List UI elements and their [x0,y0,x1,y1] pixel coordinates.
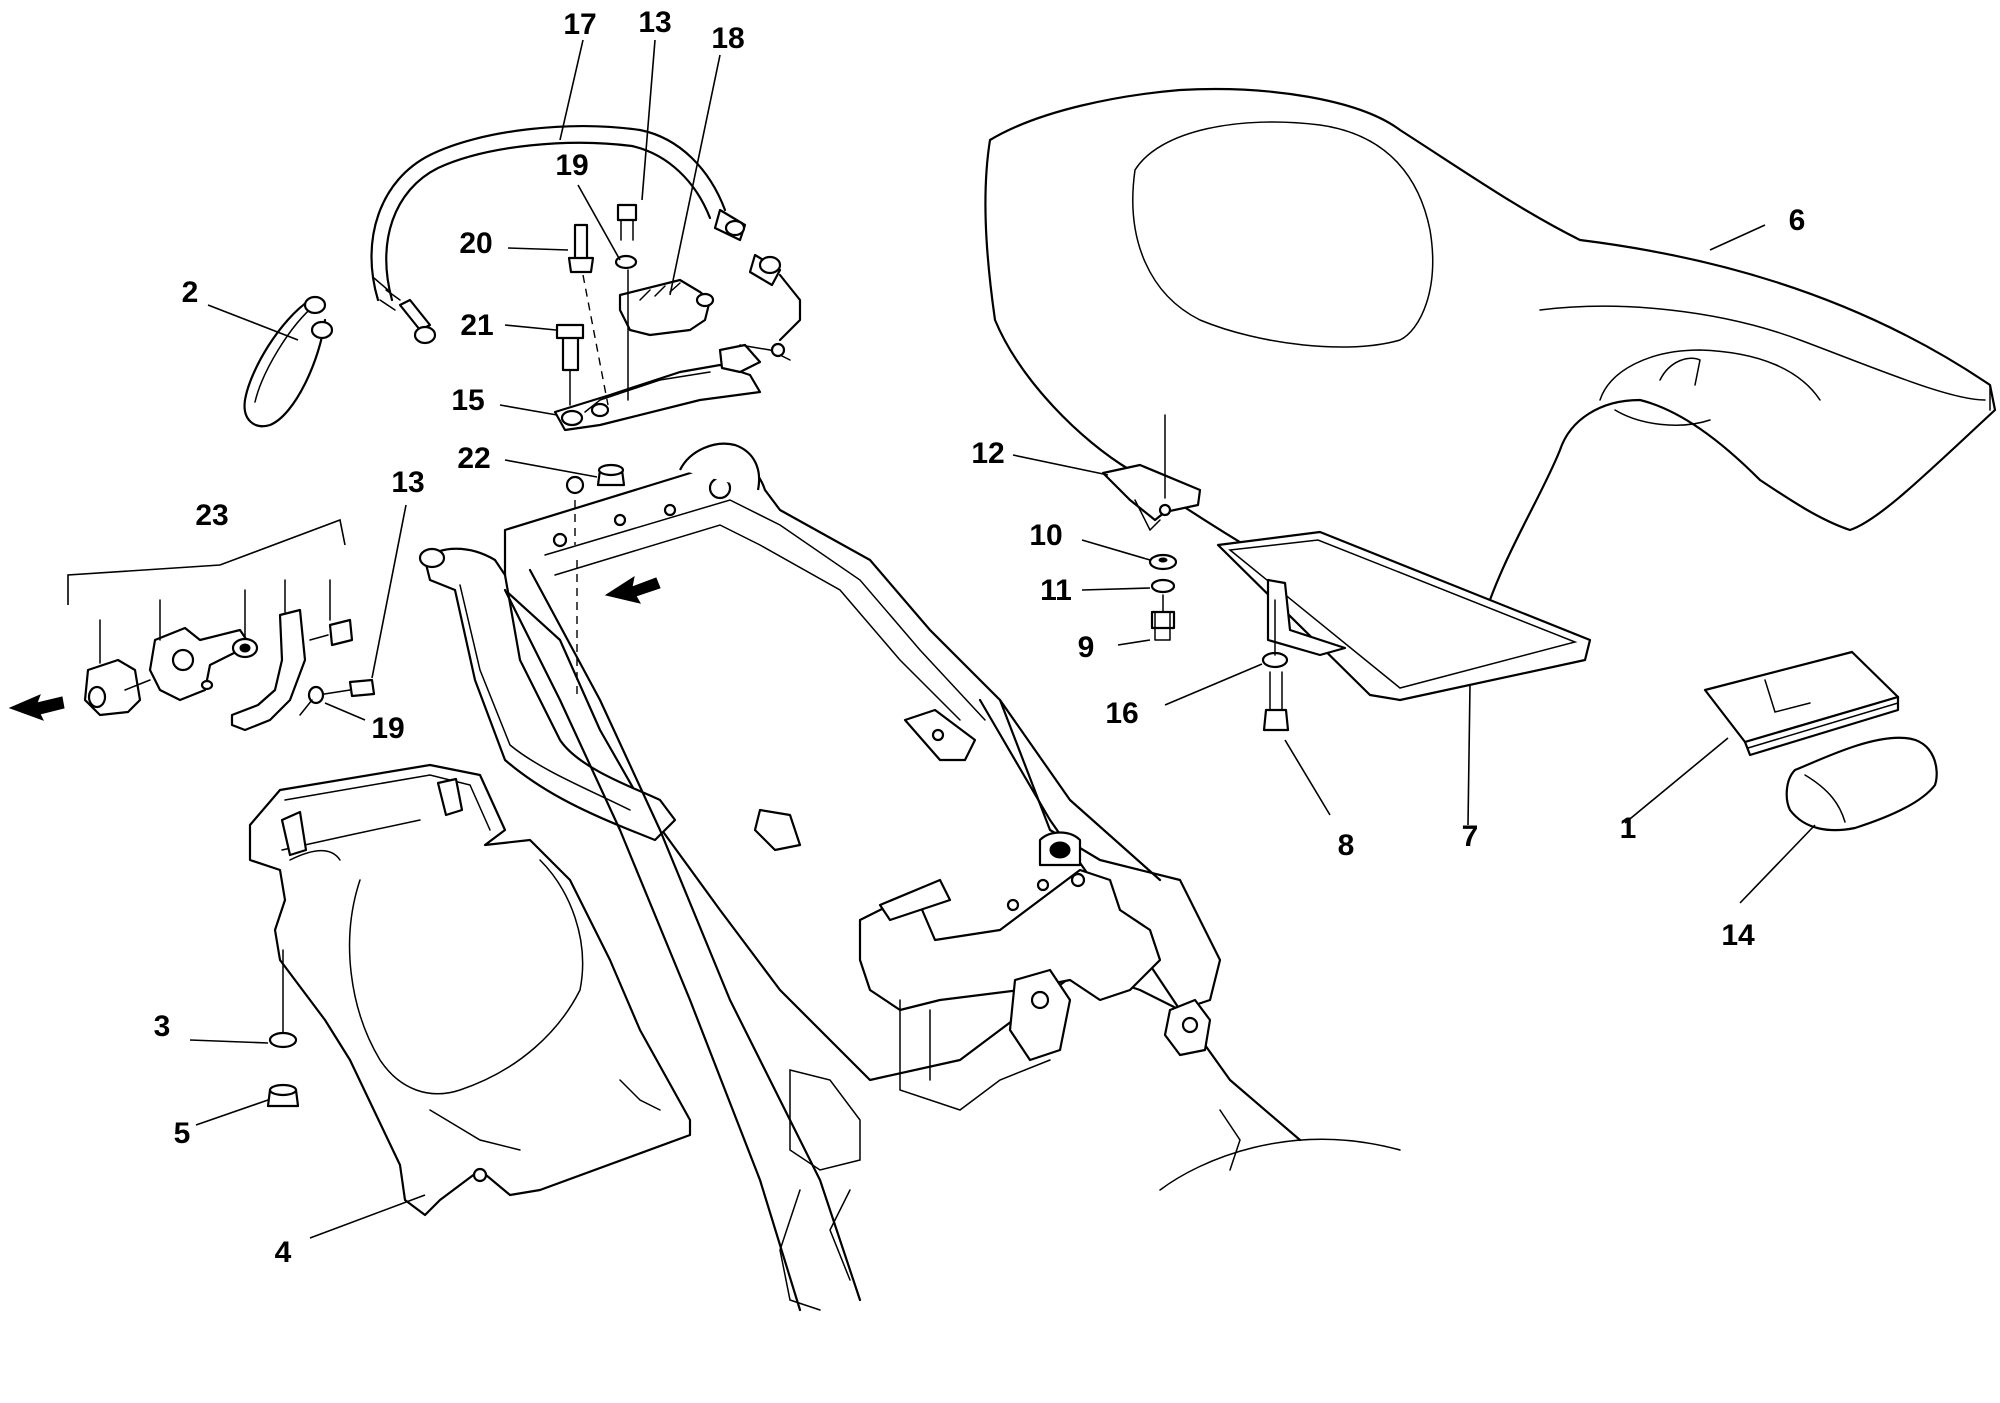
callout-7: 7 [1462,820,1479,853]
seat-cover-plate [1216,530,1592,702]
manual-book [1703,650,1900,757]
callout-4: 4 [275,1236,292,1269]
callout-2: 2 [182,276,199,309]
rear-subframe [418,442,1401,1312]
callout-18: 18 [711,22,744,55]
callout-13-top: 13 [638,6,671,39]
washer-16 [1261,599,1289,669]
callout-5: 5 [174,1117,191,1150]
callout-20: 20 [459,227,492,260]
lock-plate [553,342,791,432]
callout-11: 11 [1040,574,1072,607]
callout-12: 12 [971,437,1004,470]
cleaning-cloth [1785,736,1938,832]
nut-5 [266,1083,300,1108]
front-direction-arrow-left [8,694,65,721]
callout-9: 9 [1078,631,1095,664]
seat-latch-bracket [1101,414,1202,532]
lock-assembly [67,518,376,732]
screw-9 [1150,594,1176,641]
callout-17: 17 [563,8,596,41]
callout-23: 23 [195,499,228,532]
bolt-21 [555,323,585,406]
callout-14: 14 [1721,919,1755,952]
callout-10: 10 [1029,519,1062,552]
washer-10 [1148,553,1178,571]
washer-19-top [614,254,638,401]
screw-13-top [616,203,638,241]
lock-washer-11 [1150,578,1176,594]
callout-3: 3 [154,1010,171,1043]
seat-release-cable [370,125,802,345]
callout-15: 15 [451,384,484,417]
seat-part [984,87,1997,648]
front-direction-arrow-center [604,575,661,604]
callout-8: 8 [1338,829,1355,862]
washer-3 [268,949,298,1049]
nut-22 [574,463,626,700]
seat-lock-mechanism [618,278,715,337]
callout-13-lower: 13 [391,466,424,499]
callout-19-lower: 19 [371,712,404,745]
helmet-cable-loop [243,295,334,428]
callout-21: 21 [460,309,493,342]
tail-tray-panel [248,763,692,1217]
callout-22: 22 [457,442,490,475]
screw-8 [1262,671,1290,732]
callout-1: 1 [1620,812,1637,845]
bolt-20 [567,223,609,406]
callout-6: 6 [1789,204,1806,237]
callout-labels: 1 2 3 4 5 6 7 8 9 10 11 12 13 13 14 15 1… [154,6,1806,1269]
callout-19-top: 19 [555,149,588,182]
callout-16: 16 [1105,697,1138,730]
leader-lines [189,39,1816,1239]
